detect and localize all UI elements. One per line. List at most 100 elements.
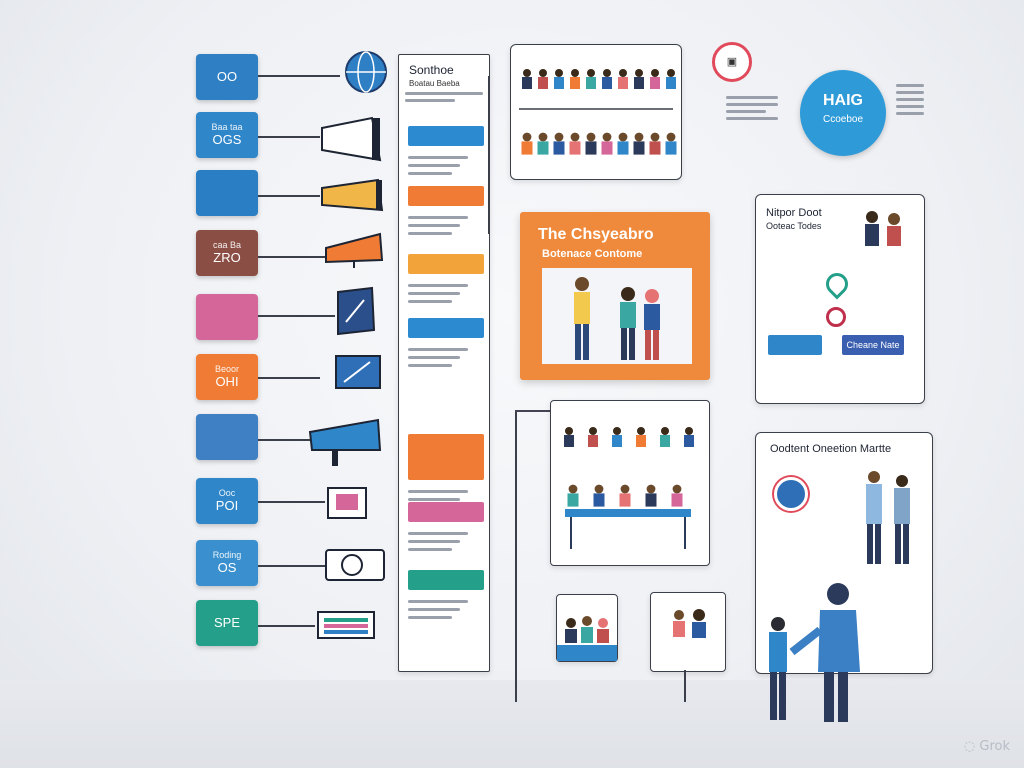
column-bar-2[interactable] (408, 254, 484, 274)
center-card[interactable]: The Chsyeabro Botenace Contome (520, 212, 710, 380)
center-card-image (542, 268, 692, 364)
text-line (408, 490, 468, 493)
box-icon (317, 611, 375, 639)
left-tile-2[interactable] (196, 170, 258, 216)
tile-main-label: OS (217, 559, 237, 575)
megaphone-icon (321, 116, 382, 162)
column-bar-5[interactable] (408, 502, 484, 522)
person-figure (574, 277, 590, 360)
left-tile-0[interactable]: OO (196, 54, 258, 100)
left-tile-6[interactable] (196, 414, 258, 460)
globe-icon (345, 51, 387, 93)
meeting-panel (550, 400, 710, 566)
person-figure (554, 69, 564, 89)
tile-main-label: POI (215, 497, 239, 513)
text-line (405, 99, 455, 102)
tile-main-label: OHI (215, 373, 239, 389)
tile-sub-label: Beoor (214, 363, 240, 374)
column-bar-6[interactable] (408, 570, 484, 590)
lower-right-panel-title: Oodtent Oneetion Martte (770, 443, 892, 455)
person-figure (684, 427, 694, 447)
tile-main-label: ZRO (213, 249, 241, 265)
info-circle[interactable]: HAIG Ccoeboe (800, 70, 886, 156)
people-illustration (865, 211, 901, 246)
flag-icon (335, 355, 381, 389)
text-line (408, 300, 452, 303)
badge-icon: ▣ (712, 42, 752, 82)
people-illustration (519, 69, 677, 155)
person-figure (537, 132, 549, 155)
location-pin-icon (821, 268, 853, 300)
person-figure (649, 132, 661, 155)
connector-line (515, 410, 550, 412)
person-figure (521, 132, 533, 155)
center-card-subtitle: Botenace Contome (542, 248, 643, 260)
left-tile-9[interactable]: SPE (196, 600, 258, 646)
person-figure (636, 427, 646, 447)
person-figure (553, 132, 565, 155)
person-figure (660, 427, 670, 447)
small-photo-panel (650, 592, 726, 672)
left-tile-4[interactable] (196, 294, 258, 340)
camera-icon (325, 549, 385, 581)
watermark-text: Grok (979, 739, 1010, 754)
text-line (408, 600, 468, 603)
person-figure (567, 484, 579, 507)
text-line (408, 164, 460, 167)
people-illustration (866, 471, 910, 564)
column-bar-4[interactable] (408, 434, 484, 480)
text-line (408, 532, 468, 535)
tile-main-label: SPE (213, 614, 240, 630)
person-figure (620, 287, 636, 360)
column-panel-subtitle: Boatau Baeba (409, 79, 460, 88)
megaphone-icon (308, 418, 382, 466)
person-figure (602, 69, 612, 89)
foreground-people (769, 583, 860, 722)
text-line (408, 608, 460, 611)
text-line (408, 284, 468, 287)
person-figure (633, 132, 645, 155)
right-panel-button-1[interactable] (768, 335, 822, 355)
person-figure (564, 427, 574, 447)
text-line (408, 292, 460, 295)
tile-sub-label: Roding (212, 549, 242, 560)
text-line (408, 498, 460, 501)
text-line (408, 156, 468, 159)
column-bar-1[interactable] (408, 186, 484, 206)
person-figure (585, 132, 597, 155)
center-card-title: The Chsyeabro (538, 226, 654, 243)
person-figure (644, 289, 660, 360)
text-line (408, 172, 452, 175)
person-figure (593, 484, 605, 507)
top-right-text-block (720, 92, 784, 124)
text-line (408, 348, 468, 351)
megaphone-icon (321, 178, 384, 212)
person-figure (665, 132, 677, 155)
person-figure (538, 69, 548, 89)
text-line (405, 92, 483, 95)
avatar (774, 477, 808, 511)
person-figure (645, 484, 657, 507)
people-photo-panel (510, 44, 682, 180)
text-line (408, 548, 452, 551)
megaphone-icon (325, 232, 384, 268)
watermark: ◌ Grok (963, 739, 1010, 754)
person-figure (650, 69, 660, 89)
person-figure (618, 69, 628, 89)
text-line (408, 216, 468, 219)
text-line (408, 224, 460, 227)
column-bar-3[interactable] (408, 318, 484, 338)
text-line (408, 232, 452, 235)
column-bar-0[interactable] (408, 126, 484, 146)
meeting-illustration (564, 427, 694, 549)
right-panel-button-2[interactable]: Cheane Nate (842, 335, 904, 355)
info-circle-title: HAIG (823, 92, 863, 109)
person-figure (617, 132, 629, 155)
person-figure (522, 69, 532, 89)
person-figure (569, 132, 581, 155)
